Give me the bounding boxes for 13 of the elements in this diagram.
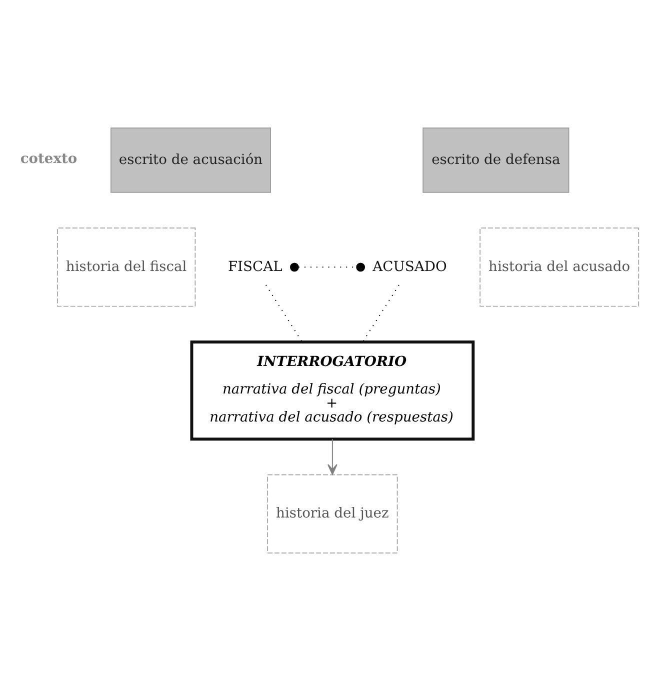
node-box: historia del acusado — [480, 228, 640, 307]
node-box: escrito de acusación — [110, 127, 271, 193]
connector — [265, 284, 303, 342]
node-box: historia del juez — [267, 474, 398, 554]
node-box: escrito de defensa — [422, 127, 570, 193]
arrow — [327, 438, 338, 475]
connector — [290, 262, 366, 272]
label: cotexto — [20, 150, 78, 167]
node-box: historia del fiscal — [56, 228, 196, 307]
node-text: FISCAL — [228, 258, 282, 275]
connector — [362, 284, 400, 342]
node-box: INTERROGATORIO narrativa del fiscal (preguntas) + narrativa del acusado (respuestas) — [190, 340, 475, 441]
node-text: ACUSADO — [372, 258, 447, 275]
